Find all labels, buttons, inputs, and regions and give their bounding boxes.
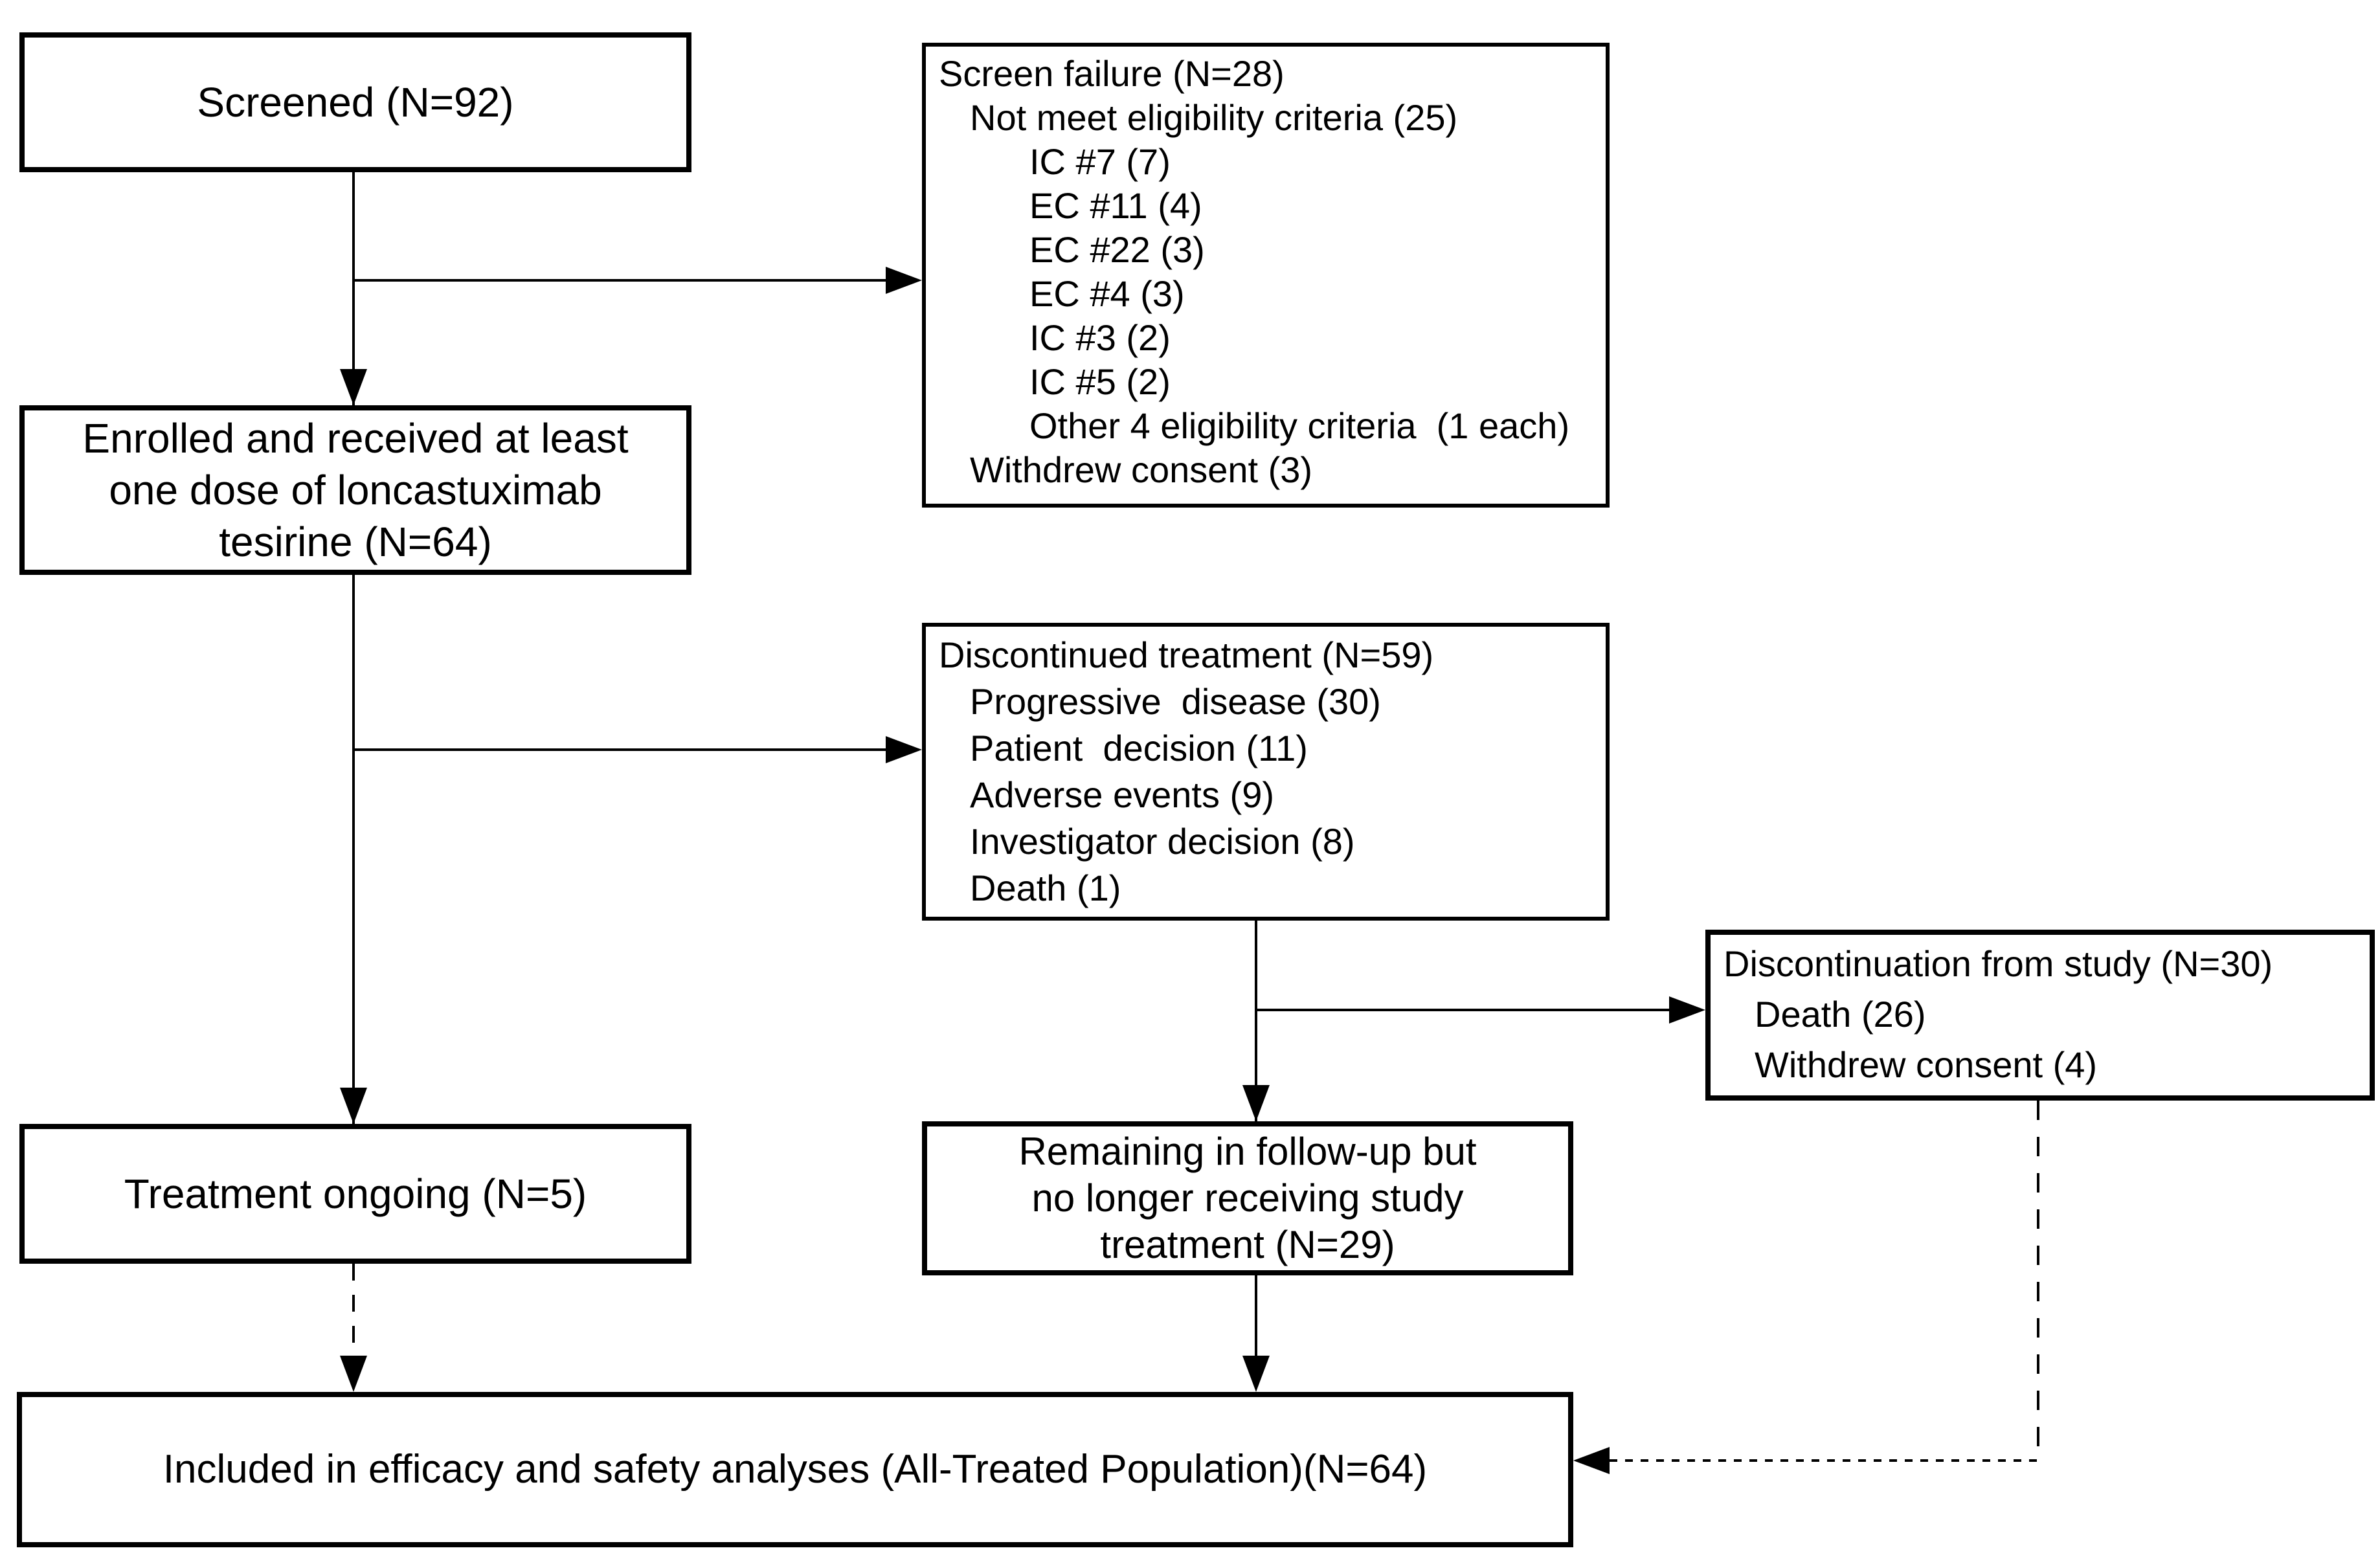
screen-failure-title: Screen failure (N=28)	[939, 53, 1285, 94]
discontinuation-study-item: Withdrew consent (4)	[1755, 1044, 2098, 1085]
screen-failure-item: Other 4 eligibility criteria (1 each)	[1029, 405, 1570, 446]
box-remaining-followup: Remaining in follow-up but no longer rec…	[922, 1121, 1573, 1275]
discontinued-treatment-item: Death (1)	[970, 868, 1121, 908]
screen-failure-item: Not meet eligibility criteria (25)	[970, 97, 1458, 138]
remaining-followup-line: Remaining in follow-up but	[1018, 1130, 1477, 1173]
screen-failure-item: IC #5 (2)	[1029, 361, 1171, 402]
screen-failure-item: IC #3 (2)	[1029, 317, 1171, 358]
screen-failure-item: EC #22 (3)	[1029, 229, 1205, 270]
remaining-followup-line: treatment (N=29)	[1100, 1223, 1395, 1266]
arrowhead-into-discontinuation-study	[1669, 996, 1705, 1024]
connector-enrolled-to-treatment-ongoing	[352, 575, 355, 1124]
connector-discontinued-to-discontinuation-study	[1255, 1009, 1672, 1011]
discontinued-treatment-item: Adverse events (9)	[970, 774, 1274, 815]
screen-failure-item: IC #7 (7)	[1029, 141, 1171, 182]
box-discontinued-treatment: Discontinued treatment (N=59) Progressiv…	[922, 623, 1610, 921]
discontinued-treatment-item: Progressive disease (30)	[970, 681, 1381, 722]
arrowhead-into-included-left	[340, 1356, 367, 1392]
connector-screened-to-enrolled	[352, 172, 355, 405]
connector-remaining-to-included	[1255, 1275, 1257, 1361]
arrowhead-into-included-middle	[1242, 1356, 1270, 1392]
connector-screened-to-screen-failure	[352, 279, 888, 282]
arrowhead-into-treatment-ongoing	[340, 1088, 367, 1124]
discontinuation-study-item: Death (26)	[1755, 994, 1926, 1035]
box-screen-failure: Screen failure (N=28) Not meet eligibili…	[922, 43, 1610, 508]
arrowhead-into-included-right	[1573, 1447, 1610, 1474]
treatment-ongoing-label: Treatment ongoing (N=5)	[124, 1171, 587, 1217]
included-analyses-label: Included in efficacy and safety analyses…	[163, 1447, 1428, 1492]
box-included-analyses: Included in efficacy and safety analyses…	[17, 1392, 1573, 1547]
enrolled-label-line: one dose of loncastuximab	[109, 467, 602, 513]
discontinued-treatment-item: Investigator decision (8)	[970, 821, 1355, 862]
screen-failure-item: Withdrew consent (3)	[970, 449, 1313, 490]
connector-treatment-ongoing-to-included-dashed	[352, 1264, 355, 1361]
box-enrolled: Enrolled and received at least one dose …	[19, 405, 691, 575]
discontinuation-study-title: Discontinuation from study (N=30)	[1723, 943, 2273, 984]
connector-discontinued-to-remaining	[1255, 921, 1257, 1121]
box-treatment-ongoing: Treatment ongoing (N=5)	[19, 1124, 691, 1264]
screen-failure-item: EC #11 (4)	[1029, 185, 1202, 226]
discontinued-treatment-title: Discontinued treatment (N=59)	[939, 634, 1434, 675]
discontinued-treatment-item: Patient decision (11)	[970, 728, 1308, 768]
box-screened-label: Screened (N=92)	[197, 79, 514, 126]
arrowhead-into-enrolled	[340, 369, 367, 405]
arrowhead-into-remaining	[1242, 1085, 1270, 1121]
arrowhead-into-screen-failure	[886, 267, 922, 294]
arrowhead-into-discontinued-treatment	[886, 736, 922, 763]
box-screened: Screened (N=92)	[19, 32, 691, 172]
screen-failure-item: EC #4 (3)	[1029, 273, 1185, 314]
box-discontinuation-from-study: Discontinuation from study (N=30) Death …	[1705, 930, 2375, 1101]
enrolled-label-line: tesirine (N=64)	[219, 519, 492, 565]
remaining-followup-line: no longer receiving study	[1031, 1176, 1464, 1220]
connector-discontinuation-study-to-included-dotted	[1610, 1459, 2039, 1462]
connector-enrolled-to-discontinued-treatment	[352, 748, 888, 751]
enrolled-label-line: Enrolled and received at least	[82, 415, 629, 462]
connector-discontinuation-study-down-dashed	[2037, 1101, 2039, 1462]
